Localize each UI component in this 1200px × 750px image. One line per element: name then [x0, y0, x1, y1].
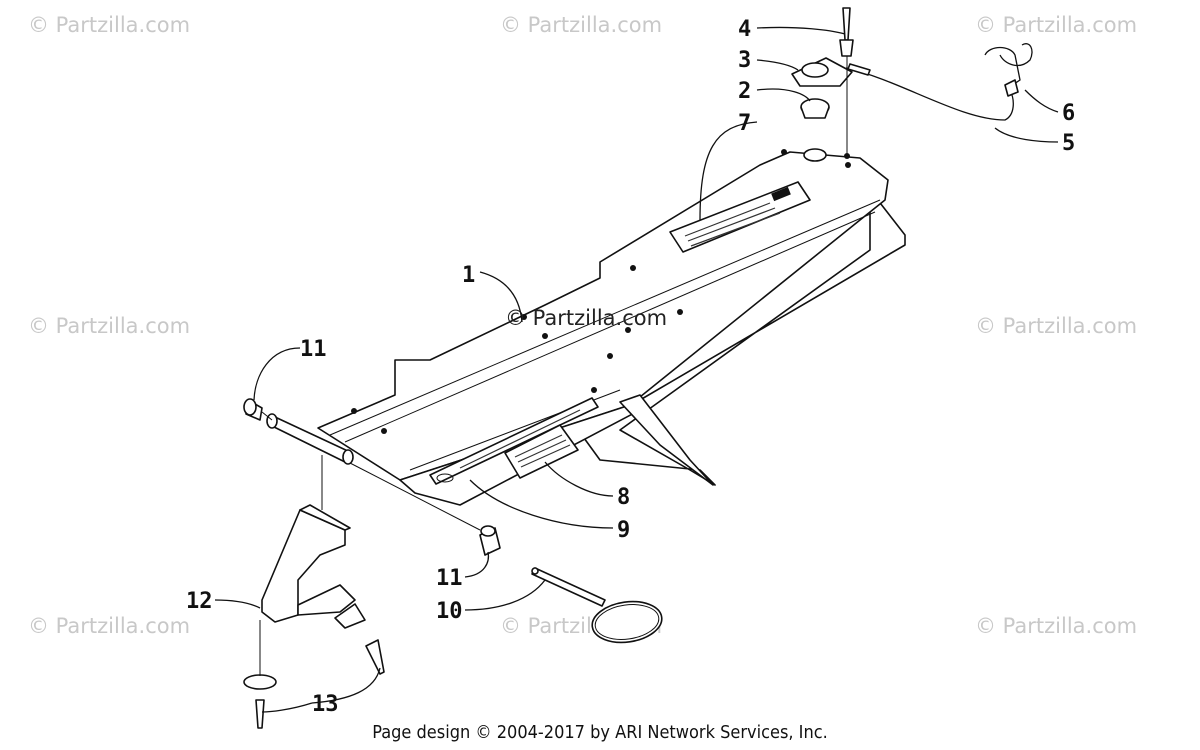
bracket-12 [261, 455, 356, 623]
leader-lines [214, 26, 1059, 713]
watermark: © Partzilla.com [28, 314, 190, 338]
watermark: © Partzilla.com [975, 314, 1137, 338]
callout-11-lower: 11 [436, 566, 463, 591]
decal-7 [669, 181, 811, 253]
label-8 [504, 424, 579, 479]
callouts: 1 2 3 4 5 6 7 8 9 10 11 11 12 13 [186, 17, 1075, 717]
watermarks: © Partzilla.com © Partzilla.com © Partzi… [28, 13, 1137, 638]
center-watermark: © Partzilla.com [505, 306, 667, 330]
grommet-2 [800, 98, 830, 119]
callout-9: 9 [617, 518, 630, 543]
callout-10: 10 [436, 599, 463, 624]
bracket-3 [791, 57, 853, 87]
watermark: © Partzilla.com [500, 13, 662, 37]
callout-2: 2 [738, 79, 751, 104]
callout-3: 3 [738, 48, 751, 73]
callout-11-upper: 11 [300, 337, 327, 362]
callout-6: 6 [1062, 101, 1075, 126]
footer-copyright: Page design © 2004-2017 by ARI Network S… [372, 722, 828, 743]
hinge-tube [266, 413, 354, 465]
watermark: © Partzilla.com [28, 614, 190, 638]
callout-7: 7 [738, 111, 751, 136]
washers-13 [243, 603, 385, 729]
watermark: © Partzilla.com [28, 13, 190, 37]
lanyard-5 [845, 63, 1014, 121]
pin-4 [839, 7, 854, 158]
callout-4: 4 [738, 17, 751, 42]
callout-8: 8 [617, 485, 630, 510]
callout-12: 12 [186, 589, 213, 614]
watermark: © Partzilla.com [975, 614, 1137, 638]
pin-10 [349, 462, 663, 644]
callout-5: 5 [1062, 131, 1075, 156]
callout-1: 1 [462, 263, 475, 288]
decal-9 [429, 397, 599, 485]
bushing-11-lower [479, 525, 501, 556]
callout-13: 13 [312, 692, 339, 717]
bushing-11-upper [243, 398, 263, 421]
watermark: © Partzilla.com [975, 13, 1137, 37]
clip-6 [984, 43, 1033, 97]
